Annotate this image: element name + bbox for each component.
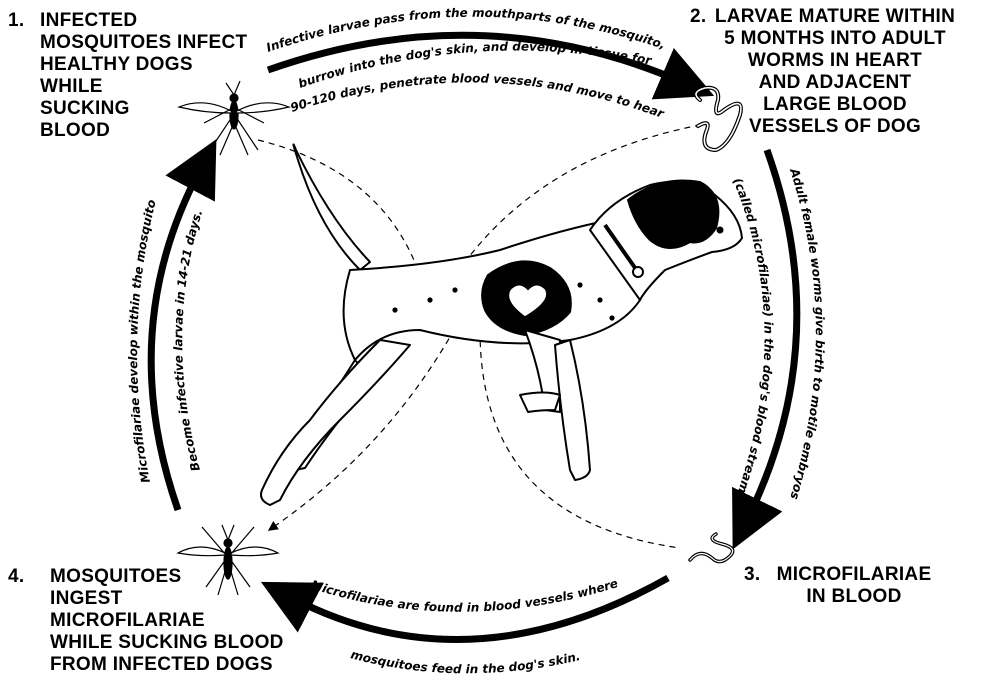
step-4-line: MICROFILARIAE	[50, 610, 284, 632]
step-4-line: MOSQUITOES	[50, 566, 284, 588]
step-number: 4.	[8, 566, 24, 588]
step-3-label: 3. MICROFILARIAE IN BLOOD	[744, 564, 964, 608]
step-4-line: FROM INFECTED DOGS	[50, 654, 284, 676]
step-1-line: SUCKING	[40, 98, 247, 120]
step-1-line: INFECTED	[40, 10, 247, 32]
step-2-line: WORMS IN HEART	[690, 50, 980, 72]
step-1-line: HEALTHY DOGS	[40, 54, 247, 76]
step-number: 1.	[8, 10, 24, 32]
step-3-line: IN BLOOD	[744, 586, 964, 608]
caption-left-inner: Become infective larvae in 14-21 days.	[171, 208, 205, 473]
caption-bottom-outer: Microfilariae are found in blood vessels…	[309, 576, 619, 615]
step-number: 3.	[744, 564, 760, 586]
step-2-line: 5 MONTHS INTO ADULT	[690, 28, 980, 50]
step-2-label: 2. LARVAE MATURE WITHIN 5 MONTHS INTO AD…	[690, 6, 980, 138]
step-4-line: INGEST	[50, 588, 284, 610]
step-1-line: WHILE	[40, 76, 247, 98]
step-number: 2.	[690, 6, 706, 28]
step-2-line: VESSELS OF DOG	[690, 116, 980, 138]
caption-right-outer: Adult female worms give birth to motile …	[787, 166, 827, 501]
step-4-line: WHILE SUCKING BLOOD	[50, 632, 284, 654]
dog-illustration	[261, 144, 742, 505]
step-2-line: LARGE BLOOD	[690, 94, 980, 116]
caption-bottom-inner: mosquitoes feed in the dog's skin.	[349, 647, 581, 676]
step-1-line: BLOOD	[40, 120, 247, 142]
step-3-line: MICROFILARIAE	[744, 564, 964, 586]
step-2-line: LARVAE MATURE WITHIN	[690, 6, 980, 28]
step-1-line: MOSQUITOES INFECT	[40, 32, 247, 54]
step-2-line: AND ADJACENT	[690, 72, 980, 94]
dashed-path-mosquito-to-skin	[258, 140, 418, 270]
